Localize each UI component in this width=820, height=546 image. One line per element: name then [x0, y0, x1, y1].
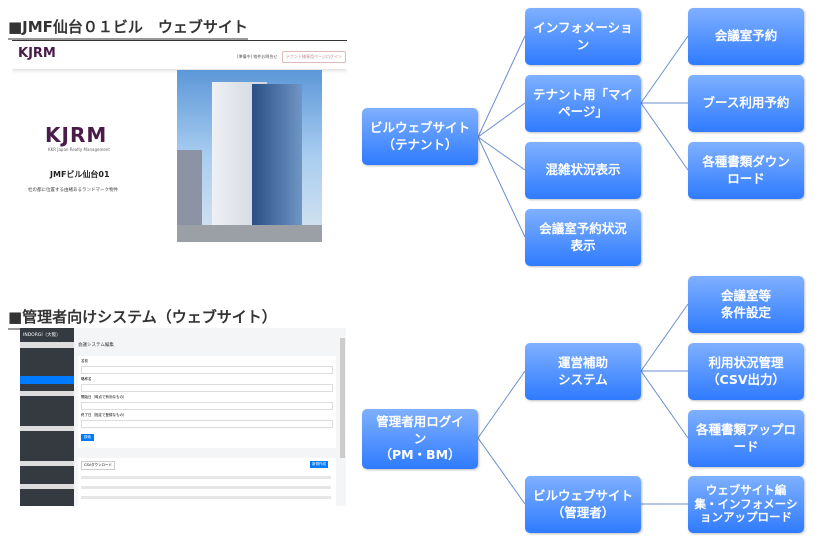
- end-date-input[interactable]: [81, 420, 333, 428]
- header-text: [準備中] 物件お問合せ: [237, 54, 278, 59]
- name-input[interactable]: [81, 366, 333, 374]
- node-booth-reservation: ブース利用予約: [688, 75, 804, 132]
- site-header: KJRM [準備中] 物件お問合せ テナント様専用ページログイン: [12, 41, 347, 69]
- main-logo: KJRM: [45, 123, 108, 147]
- logo-subtitle: KKR Japan Realty Management: [48, 147, 110, 152]
- search-button[interactable]: 検索: [81, 434, 94, 441]
- building-tagline: 杜の都に位置する由緒あるランドマーク物件: [28, 188, 118, 193]
- node-document-upload: 各種書類アップロ ード: [688, 410, 804, 467]
- csv-download-button[interactable]: CSVダウンロード: [81, 461, 116, 470]
- search-form: 名前 略称名 開始日（時点で有効なもの） 終了日（指定で登録なもの） 検索: [78, 356, 336, 448]
- node-website-edit: ウェブサイト編 集・インフォメーシ ョンアップロード: [688, 476, 804, 533]
- scrollbar[interactable]: [340, 338, 345, 458]
- field-label-short-name: 略称名: [81, 377, 92, 381]
- node-room-reservation-status: 会議室予約状況 表示: [525, 209, 641, 266]
- field-label-start-date: 開始日（時点で有効なもの）: [81, 395, 127, 399]
- node-operation-support: 運営補助 システム: [525, 343, 641, 400]
- node-building-website-tenant: ビルウェブサイト （テナント）: [362, 108, 478, 165]
- node-room-reservation: 会議室予約: [688, 8, 804, 65]
- building-photo: [177, 70, 322, 242]
- results-table: CSVダウンロード 新規作成: [78, 458, 336, 506]
- node-tenant-mypage: テナント用「マイ ページ」: [525, 75, 641, 132]
- start-date-input[interactable]: [81, 402, 333, 410]
- sidebar-active-item[interactable]: [20, 376, 74, 384]
- short-name-input[interactable]: [81, 384, 333, 392]
- node-information: インフォメーション: [525, 8, 641, 65]
- header-logo: KJRM: [18, 46, 56, 61]
- new-button[interactable]: 新規作成: [310, 461, 328, 468]
- tenant-site-screenshot: KJRM [準備中] 物件お問合せ テナント様専用ページログイン KJRM KK…: [12, 40, 347, 246]
- section-title-tenant-site: ■JMF仙台０１ビル ウェブサイト: [8, 16, 248, 40]
- sidebar-title: INDORGI（大阪）: [23, 333, 61, 338]
- admin-sidebar: INDORGI（大阪）: [20, 328, 74, 506]
- node-congestion-display: 混雑状況表示: [525, 142, 641, 199]
- node-room-condition-settings: 会議室等 条件設定: [688, 276, 804, 333]
- node-building-website-admin: ビルウェブサイト （管理者）: [525, 476, 641, 533]
- field-label-name: 名前: [81, 359, 88, 363]
- tenant-login-button[interactable]: テナント様専用ページログイン: [282, 51, 346, 63]
- node-usage-management: 利用状況管理 （CSV出力）: [688, 343, 804, 400]
- node-document-download: 各種書類ダウン ロード: [688, 142, 804, 199]
- building-name: JMFビル仙台01: [50, 170, 110, 179]
- field-label-end-date: 終了日（指定で登録なもの）: [81, 413, 127, 417]
- admin-page-title: 会議システム編集: [78, 343, 114, 348]
- admin-system-screenshot: INDORGI（大阪） 会議システム編集 名前 略称名 開始日（時点で有効なもの…: [20, 328, 346, 506]
- node-admin-login: 管理者用ログイ ン （PM・BM）: [362, 409, 478, 469]
